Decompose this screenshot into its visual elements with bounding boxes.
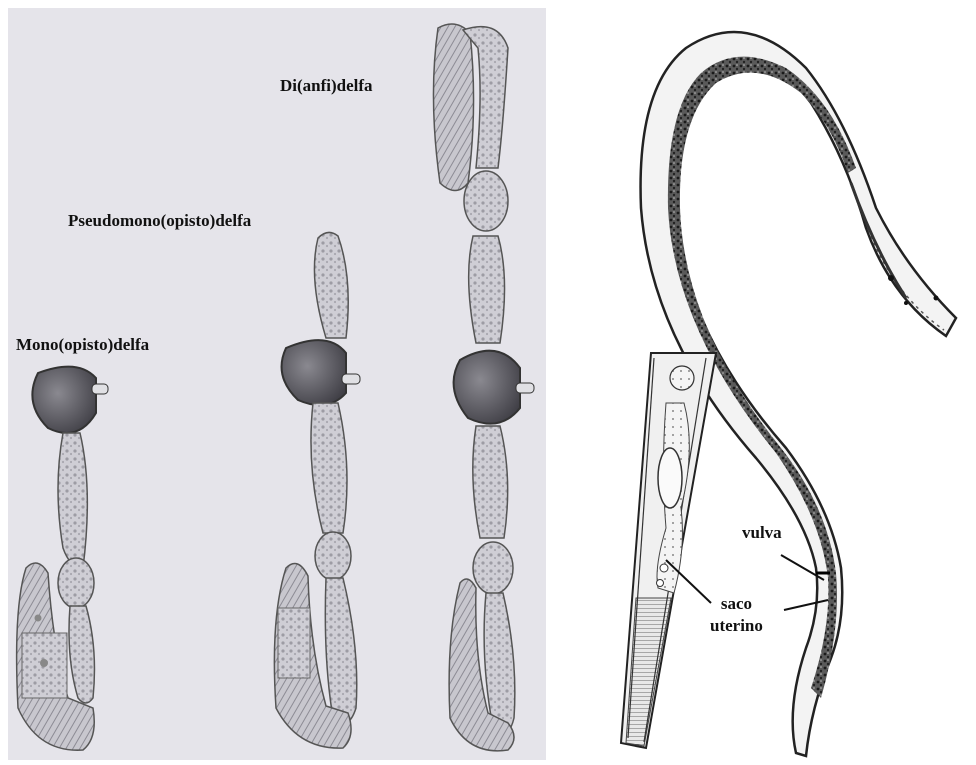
di-anfi-delfa-label: Di(anfi)delfa [280, 76, 373, 96]
gonad-types-panel: Mono(opisto)delfa Pseudomono(opisto)delf… [8, 8, 546, 760]
pseudomono-opisto-delfa-label: Pseudomono(opisto)delfa [68, 211, 251, 231]
mono-opisto-delfa-label: Mono(opisto)delfa [16, 335, 149, 355]
gonad-types-illustration [8, 8, 546, 760]
monodelphic-gonad [17, 367, 108, 751]
saco-label-line1: saco [710, 593, 763, 615]
pseudomonodelphic-gonad [274, 232, 360, 748]
tail-inset [621, 353, 716, 748]
saco-uterino-label: saco uterino [710, 593, 763, 637]
vulva-label: vulva [742, 523, 782, 543]
didelphic-gonad [433, 24, 534, 751]
saco-label-line2: uterino [710, 615, 763, 637]
nematode-panel: vulva saco uterino [606, 8, 968, 760]
nematode-illustration [606, 8, 968, 760]
